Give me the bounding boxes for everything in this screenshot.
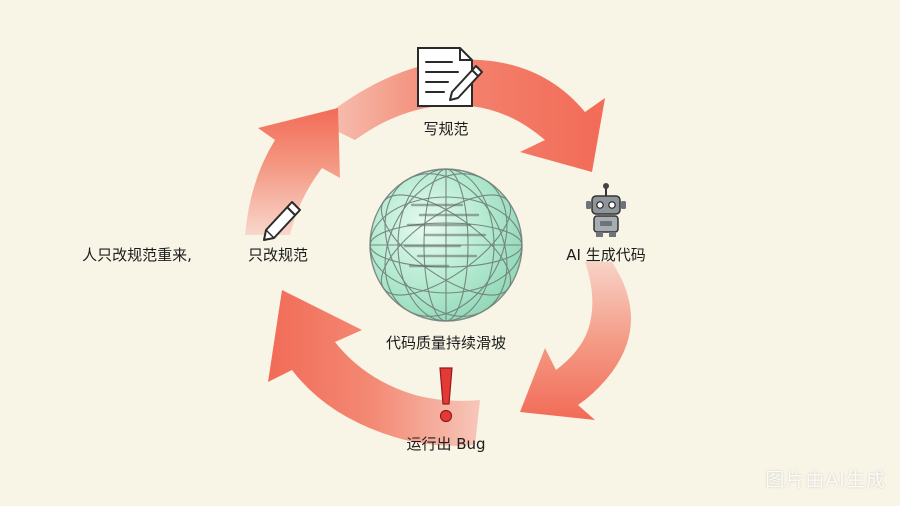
arrow-right [520, 262, 631, 420]
label-run-bug: 运行出 Bug [406, 435, 486, 453]
watermark: 图片由AI生成 [765, 469, 886, 491]
robot-icon [586, 183, 626, 237]
label-ai-generate: AI 生成代码 [566, 246, 646, 264]
label-center: 代码质量持续滑坡 [385, 334, 507, 352]
arrow-top [318, 59, 605, 173]
arrow-bottom [268, 290, 480, 446]
pen-icon [263, 201, 301, 241]
document-pen-icon [417, 47, 483, 107]
label-human-redo: 人只改规范重来, [82, 246, 192, 264]
wireframe-globe-icon [369, 168, 523, 322]
label-only-edit-spec: 只改规范 [247, 246, 309, 264]
exclamation-icon [439, 367, 453, 423]
label-write-spec: 写规范 [423, 120, 469, 138]
arrow-left [245, 108, 340, 235]
